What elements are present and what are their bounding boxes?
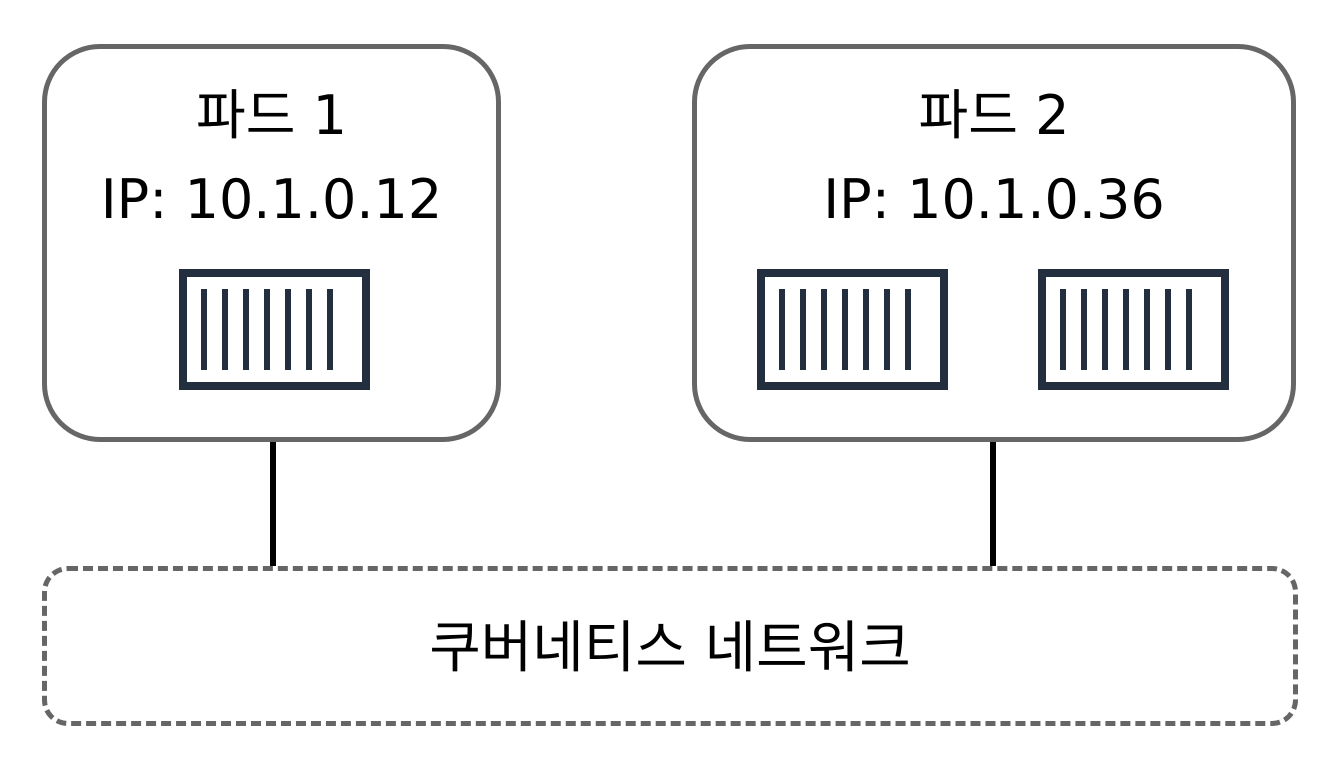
network-label: 쿠버네티스 네트워크 bbox=[429, 616, 911, 681]
pod-2-network-link bbox=[990, 442, 996, 566]
pod-name: 파드 2 bbox=[918, 84, 1070, 147]
container-icon bbox=[1038, 269, 1229, 390]
pod-name: 파드 1 bbox=[196, 84, 347, 147]
pod-ip: IP: 10.1.0.36 bbox=[823, 168, 1165, 231]
container-icon bbox=[179, 269, 370, 390]
pod-1-network-link bbox=[270, 442, 276, 566]
kubernetes-network: 쿠버네티스 네트워크 bbox=[42, 566, 1298, 726]
pod-box-2: 파드 2 IP: 10.1.0.36 bbox=[692, 44, 1296, 442]
container-icon bbox=[757, 269, 948, 390]
pod-box-1: 파드 1 IP: 10.1.0.12 bbox=[42, 44, 501, 442]
pod-ip: IP: 10.1.0.12 bbox=[100, 168, 443, 231]
